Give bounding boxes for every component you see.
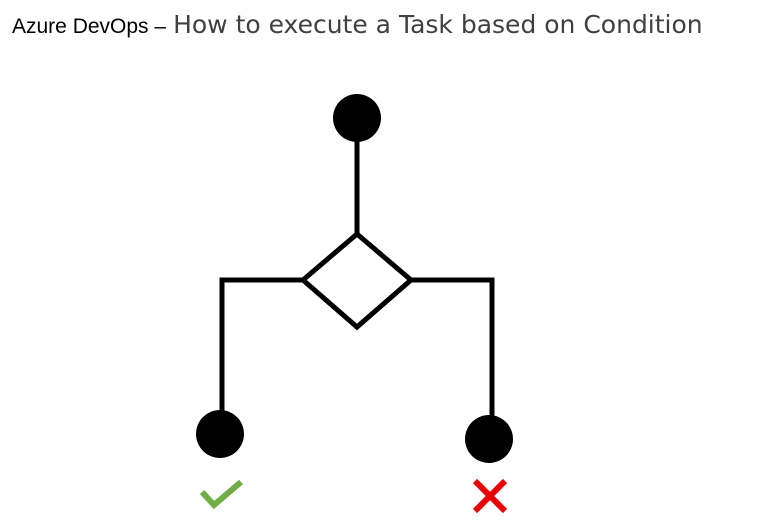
cross-icon [472, 478, 508, 514]
connector-true-branch [219, 277, 303, 418]
false-branch-node [465, 415, 513, 463]
start-node [333, 94, 381, 142]
condition-diamond [299, 230, 415, 331]
true-branch-node [196, 410, 244, 458]
connector-false-branch [411, 277, 495, 422]
check-icon [199, 479, 243, 510]
page-title: Azure DevOps – How to execute a Task bas… [12, 10, 703, 39]
title-main: How to execute a Task based on Condition [173, 10, 703, 39]
title-prefix: Azure DevOps – [12, 15, 167, 38]
